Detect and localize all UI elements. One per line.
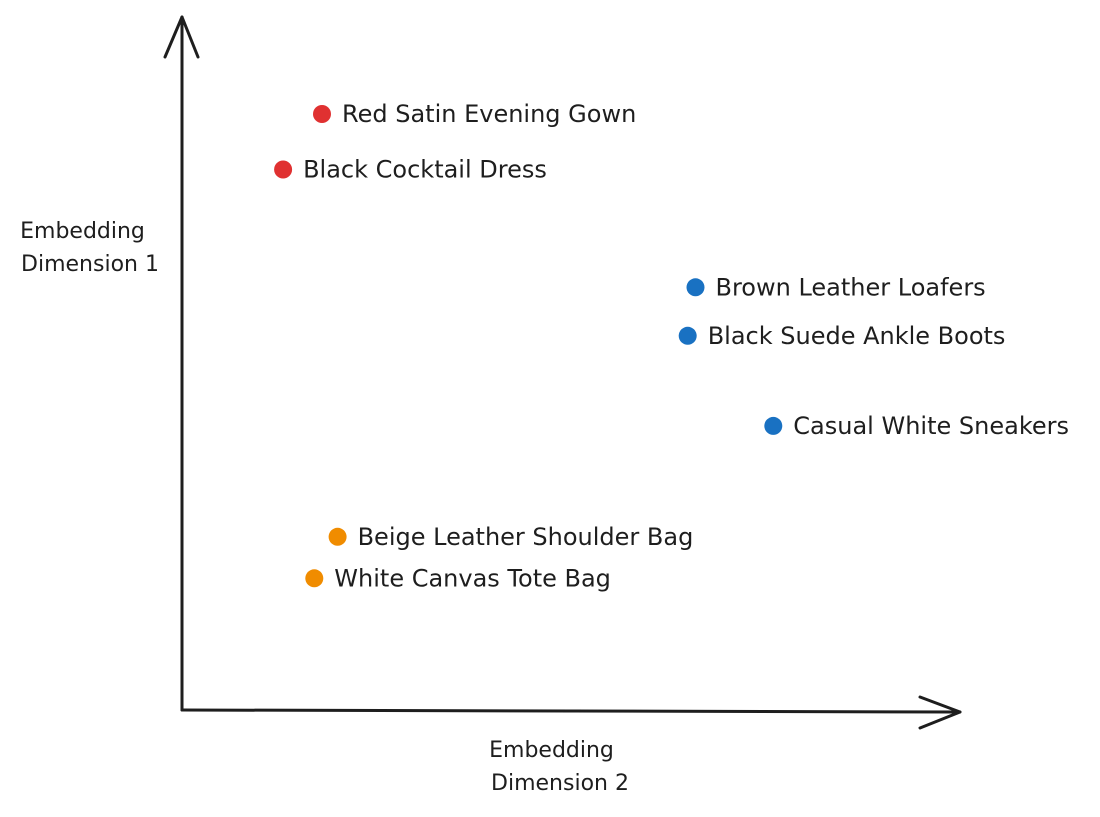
point-marker <box>678 326 697 345</box>
point-label: White Canvas Tote Bag <box>334 564 611 592</box>
y-axis-title: Embedding Dimension 1 <box>20 219 159 277</box>
point-label: Brown Leather Loafers <box>716 273 986 301</box>
y-axis-title-line-2: Dimension 1 <box>21 252 159 277</box>
point-label: Black Cocktail Dress <box>303 156 547 184</box>
data-point: Black Suede Ankle Boots <box>678 322 1006 350</box>
point-marker <box>764 416 783 435</box>
data-point: Beige Leather Shoulder Bag <box>328 523 694 551</box>
axes <box>163 15 962 730</box>
data-point: Red Satin Evening Gown <box>313 100 636 128</box>
point-marker <box>274 160 293 179</box>
data-point: White Canvas Tote Bag <box>305 564 611 592</box>
point-marker <box>305 569 324 588</box>
data-point: Casual White Sneakers <box>764 412 1069 440</box>
point-marker <box>313 105 331 123</box>
point-label: Black Suede Ankle Boots <box>708 322 1006 350</box>
y-axis-arrowhead <box>163 15 200 59</box>
x-axis-title: Embedding Dimension 2 <box>489 738 629 796</box>
x-axis-title-line-2: Dimension 2 <box>491 771 629 796</box>
point-label: Casual White Sneakers <box>793 412 1069 440</box>
x-axis-line <box>180 708 962 714</box>
point-marker <box>328 527 347 546</box>
data-point: Brown Leather Loafers <box>686 273 986 301</box>
point-label: Beige Leather Shoulder Bag <box>358 523 694 551</box>
x-axis-arrowhead <box>918 695 962 730</box>
x-axis-title-line-1: Embedding <box>489 738 614 763</box>
point-label: Red Satin Evening Gown <box>342 100 636 128</box>
point-marker <box>686 278 705 297</box>
data-point: Black Cocktail Dress <box>274 156 547 184</box>
y-axis-title-line-1: Embedding <box>20 219 145 244</box>
